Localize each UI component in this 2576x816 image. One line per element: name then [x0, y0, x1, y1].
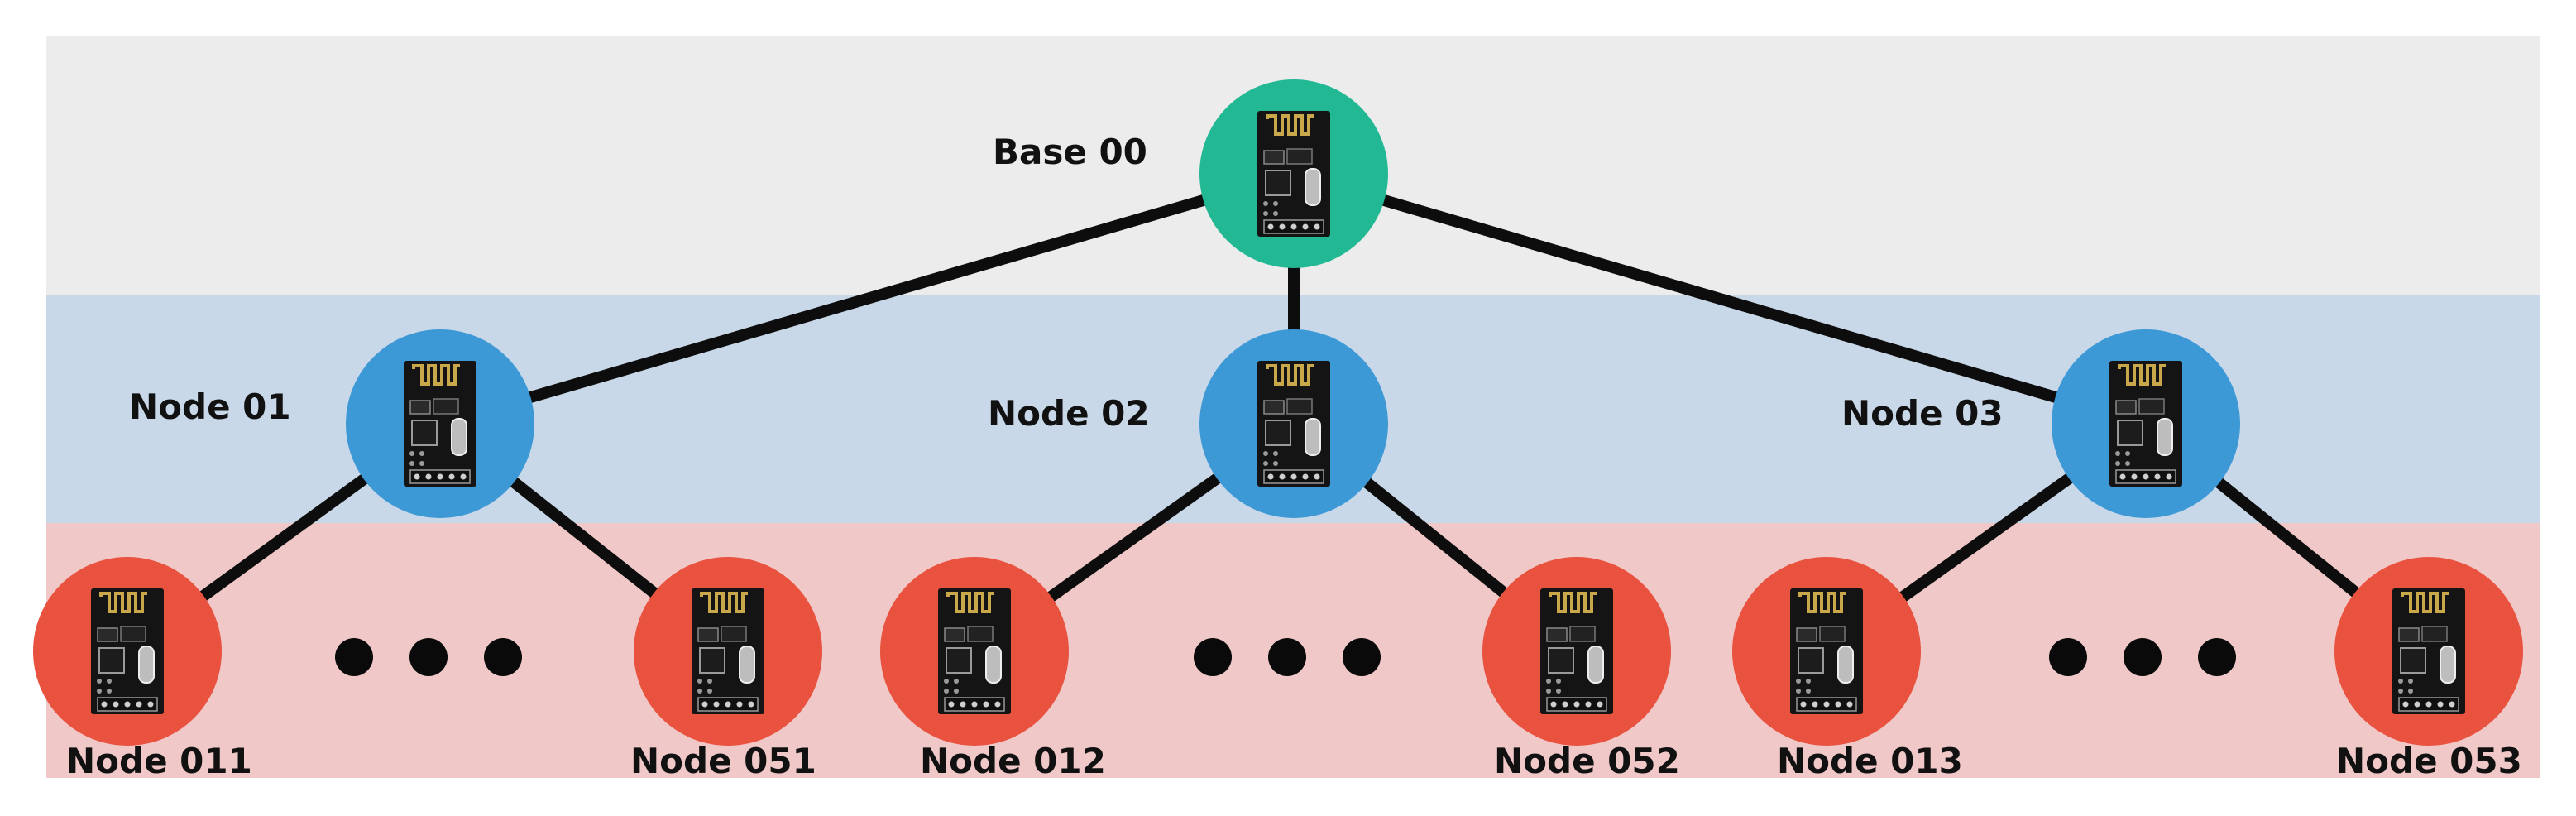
- node-053-node: [2334, 557, 2523, 746]
- link-base-00-to-node-01: [434, 168, 1300, 430]
- nrf24l01-radio-module-icon: [1256, 109, 1332, 238]
- node-013-node: [1732, 557, 1921, 746]
- node-01-node: [346, 329, 534, 518]
- nrf24l01-radio-module-icon: [402, 359, 478, 488]
- nrf24l01-radio-module-icon: [936, 587, 1013, 716]
- ellipsis-dots-icon: [2049, 638, 2236, 676]
- nodes-layer: [33, 79, 2523, 746]
- node-03-label: Node 03: [1841, 393, 2004, 434]
- node-051-node: [634, 557, 822, 746]
- nrf24l01-radio-module-icon: [89, 587, 165, 716]
- nrf24l01-radio-module-icon: [2391, 587, 2467, 716]
- node-03-node: [2052, 329, 2240, 518]
- nrf24l01-radio-module-icon: [1256, 359, 1332, 488]
- node-02-label: Node 02: [988, 393, 1150, 434]
- ellipsis-dots-icon: [1194, 638, 1381, 676]
- node-01-label: Node 01: [129, 386, 291, 427]
- nrf24l01-radio-module-icon: [1539, 587, 1615, 716]
- base-00-node: [1199, 79, 1388, 268]
- nrf24l01-radio-module-icon: [1788, 587, 1865, 716]
- node-011-node: [33, 557, 222, 746]
- link-base-00-to-node-03: [1288, 168, 2152, 430]
- node-011-label: Node 011: [66, 741, 252, 781]
- node-012-label: Node 012: [920, 741, 1106, 781]
- node-052-label: Node 052: [1494, 741, 1680, 781]
- nrf24l01-radio-module-icon: [2108, 359, 2184, 488]
- ellipsis-dots-icon: [335, 638, 522, 676]
- base-00-label: Base 00: [993, 132, 1147, 172]
- node-052-node: [1482, 557, 1671, 746]
- nrf24l01-radio-module-icon: [690, 587, 766, 716]
- node-012-node: [880, 557, 1069, 746]
- node-02-node: [1199, 329, 1388, 518]
- node-051-label: Node 051: [630, 741, 816, 781]
- ellipses-layer: [335, 638, 2236, 676]
- node-013-label: Node 013: [1777, 741, 1963, 781]
- node-053-label: Node 053: [2336, 741, 2522, 781]
- labels-layer: Base 00 Node 01 Node 02 Node 03 Node 011 Node…: [66, 132, 2522, 781]
